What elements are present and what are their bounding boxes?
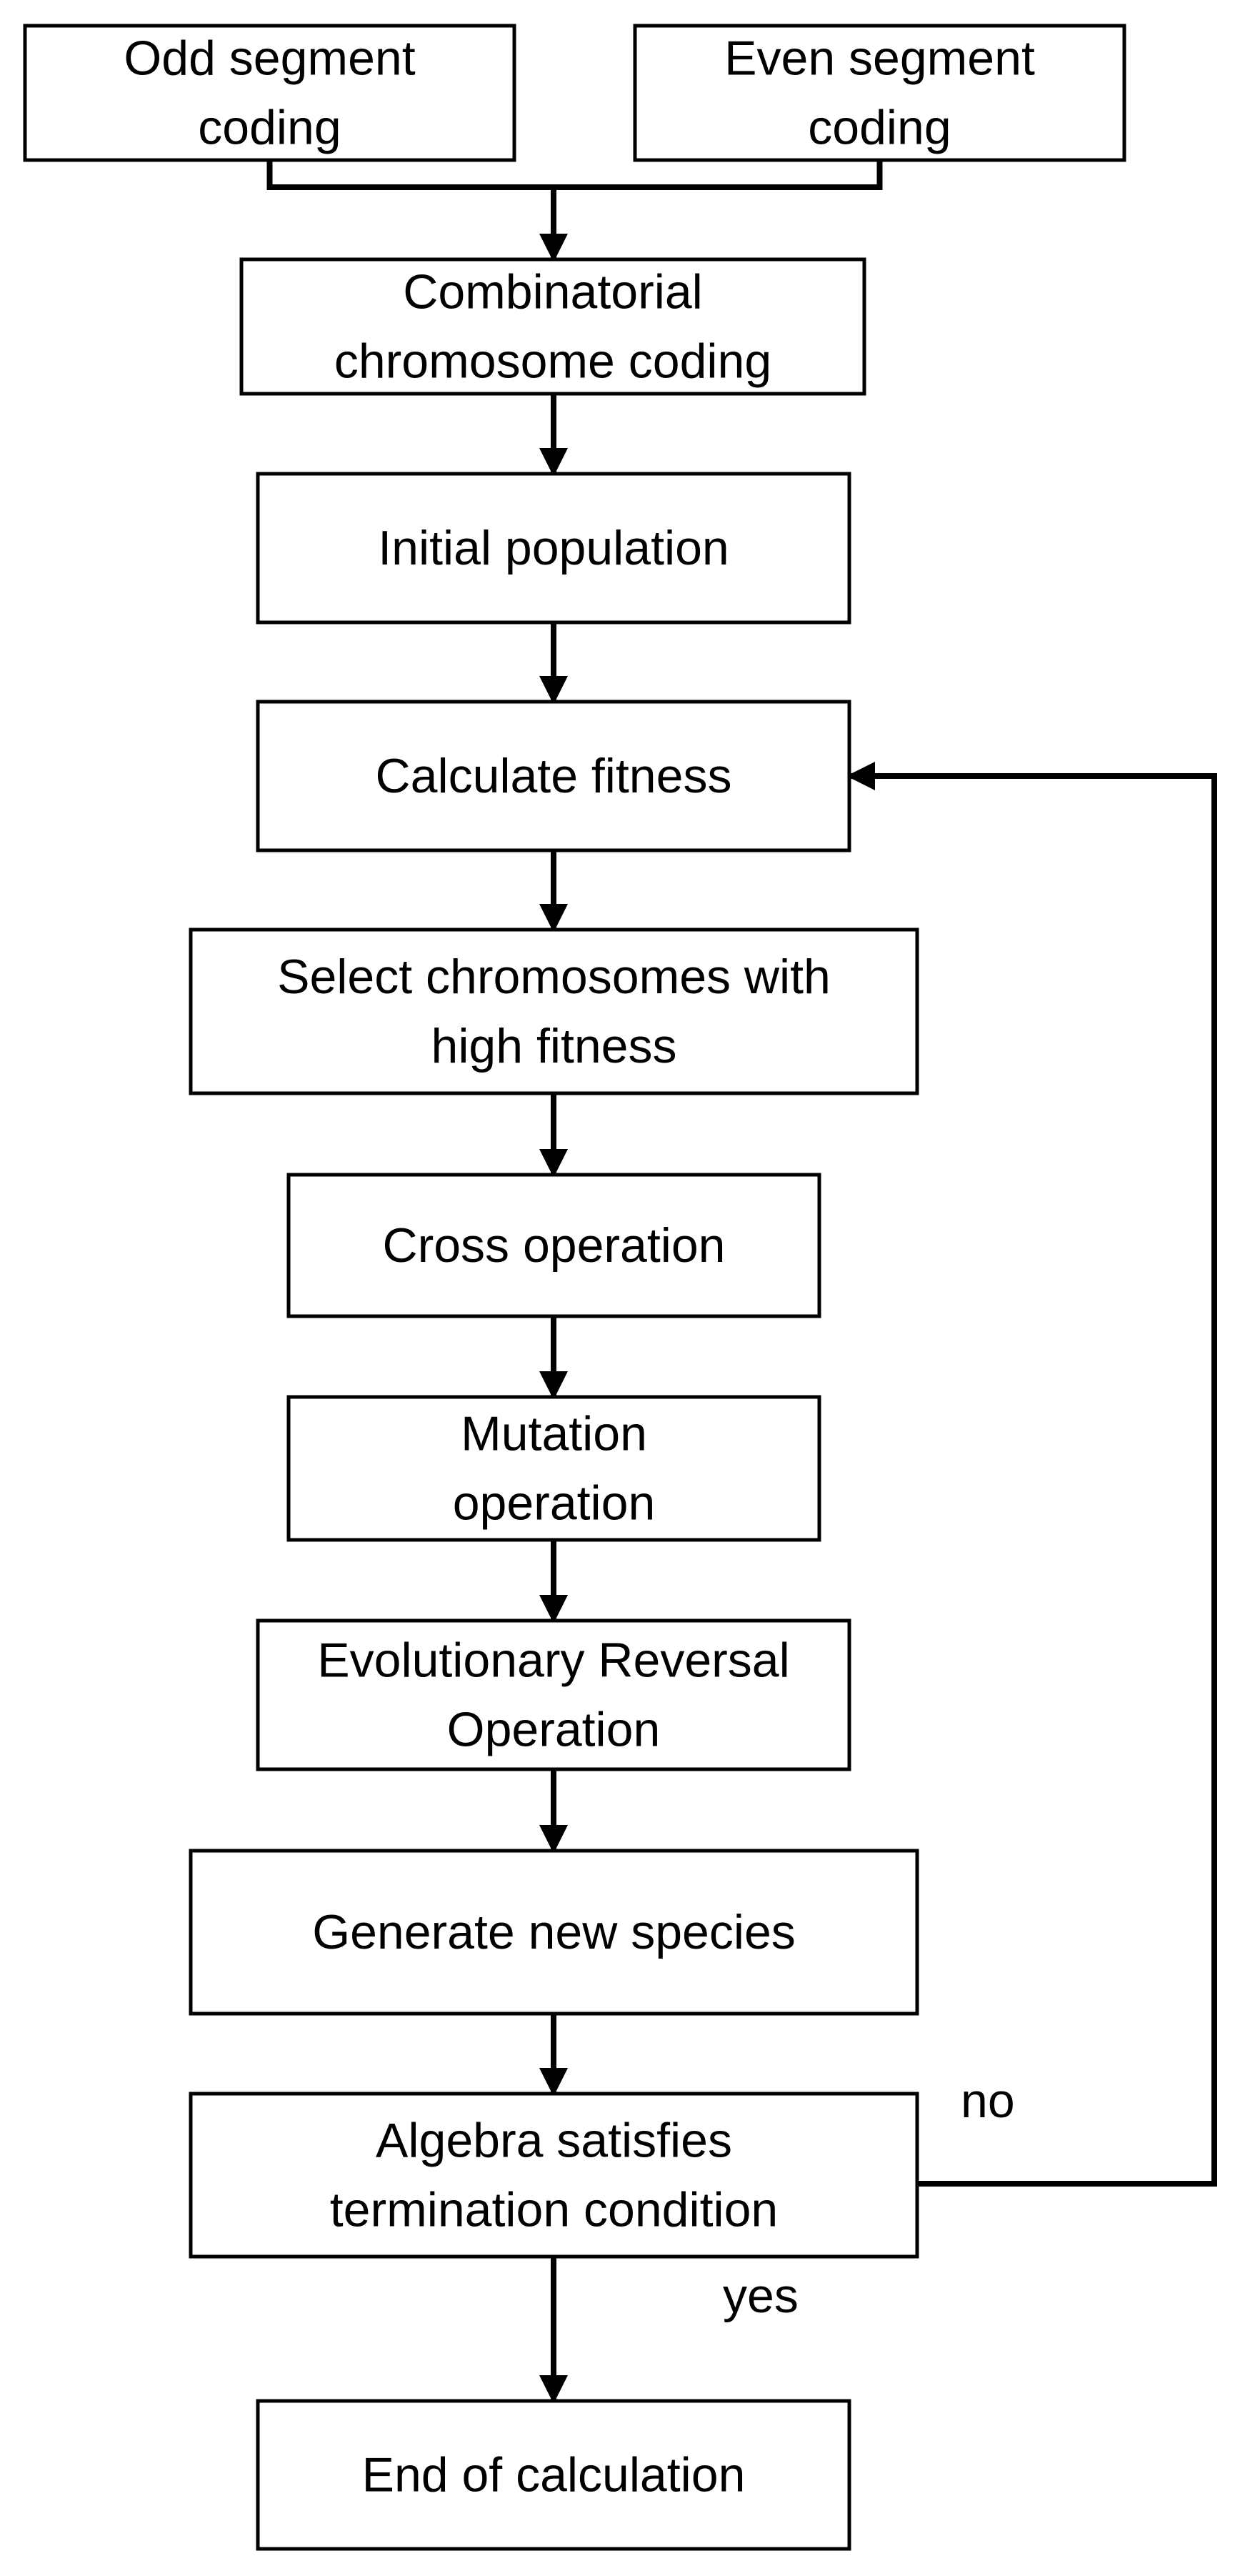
node-label-end-0: End of calculation xyxy=(362,2448,746,2502)
node-label-odd-0: Odd segment xyxy=(124,31,415,86)
node-box-select xyxy=(189,928,919,1095)
node-even: Even segment coding xyxy=(633,24,1126,162)
node-label-check-0: Algebra satisfies xyxy=(376,2114,732,2168)
node-label-mutation-0: Mutation xyxy=(461,1407,647,1461)
node-box-mutation xyxy=(286,1395,821,1542)
node-label-cross-0: Cross operation xyxy=(382,1218,725,1273)
node-label-combo-0: Combinatorial xyxy=(403,265,703,319)
node-box-init xyxy=(256,472,851,625)
node-cross: Cross operation xyxy=(286,1173,821,1318)
node-generate: Generate new species xyxy=(189,1849,919,2016)
node-label-odd-1: coding xyxy=(198,101,341,155)
node-select: Select chromosomes with high fitness xyxy=(189,928,919,1095)
node-mutation: Mutation operation xyxy=(286,1395,821,1542)
node-label-even-1: coding xyxy=(808,101,951,155)
node-label-reversal-1: Operation xyxy=(447,1703,661,1757)
edge-labels: no yes xyxy=(723,2074,1015,2323)
node-check: Algebra satisfies termination condition xyxy=(189,2092,919,2259)
connectors xyxy=(266,160,1217,2404)
node-box-end xyxy=(256,2399,851,2551)
arrow-no-loop xyxy=(846,762,1217,2187)
node-box-combo xyxy=(239,257,866,396)
merge-connector xyxy=(266,160,883,190)
node-odd: Odd segment coding xyxy=(23,24,516,162)
node-label-combo-1: chromosome coding xyxy=(334,334,771,389)
node-label-select-0: Select chromosomes with xyxy=(277,950,831,1004)
node-end: End of calculation xyxy=(256,2399,851,2551)
node-box-odd xyxy=(23,24,516,162)
node-label-mutation-1: operation xyxy=(453,1476,656,1531)
node-box-check xyxy=(189,2092,919,2259)
node-box-reversal xyxy=(256,1618,851,1771)
node-box-cross xyxy=(286,1173,821,1318)
nodes: Odd segment coding Even segment codingCombi… xyxy=(23,24,1126,2551)
node-label-init-0: Initial population xyxy=(378,521,729,575)
node-label-generate-0: Generate new species xyxy=(312,1905,796,1959)
node-init: Initial population xyxy=(256,472,851,625)
node-label-check-1: termination condition xyxy=(330,2183,778,2237)
edge-label-yes: yes xyxy=(723,2269,799,2323)
node-label-reversal-0: Evolutionary Reversal xyxy=(317,1633,789,1688)
node-box-fitness xyxy=(256,700,851,852)
edge-label-no: no xyxy=(961,2074,1015,2128)
node-label-even-0: Even segment xyxy=(724,31,1035,86)
node-box-generate xyxy=(189,1849,919,2016)
node-combo: Combinatorial chromosome coding xyxy=(239,257,866,396)
node-label-select-1: high fitness xyxy=(431,1019,677,1073)
node-label-fitness-0: Calculate fitness xyxy=(376,749,732,803)
node-fitness: Calculate fitness xyxy=(256,700,851,852)
node-box-even xyxy=(633,24,1126,162)
